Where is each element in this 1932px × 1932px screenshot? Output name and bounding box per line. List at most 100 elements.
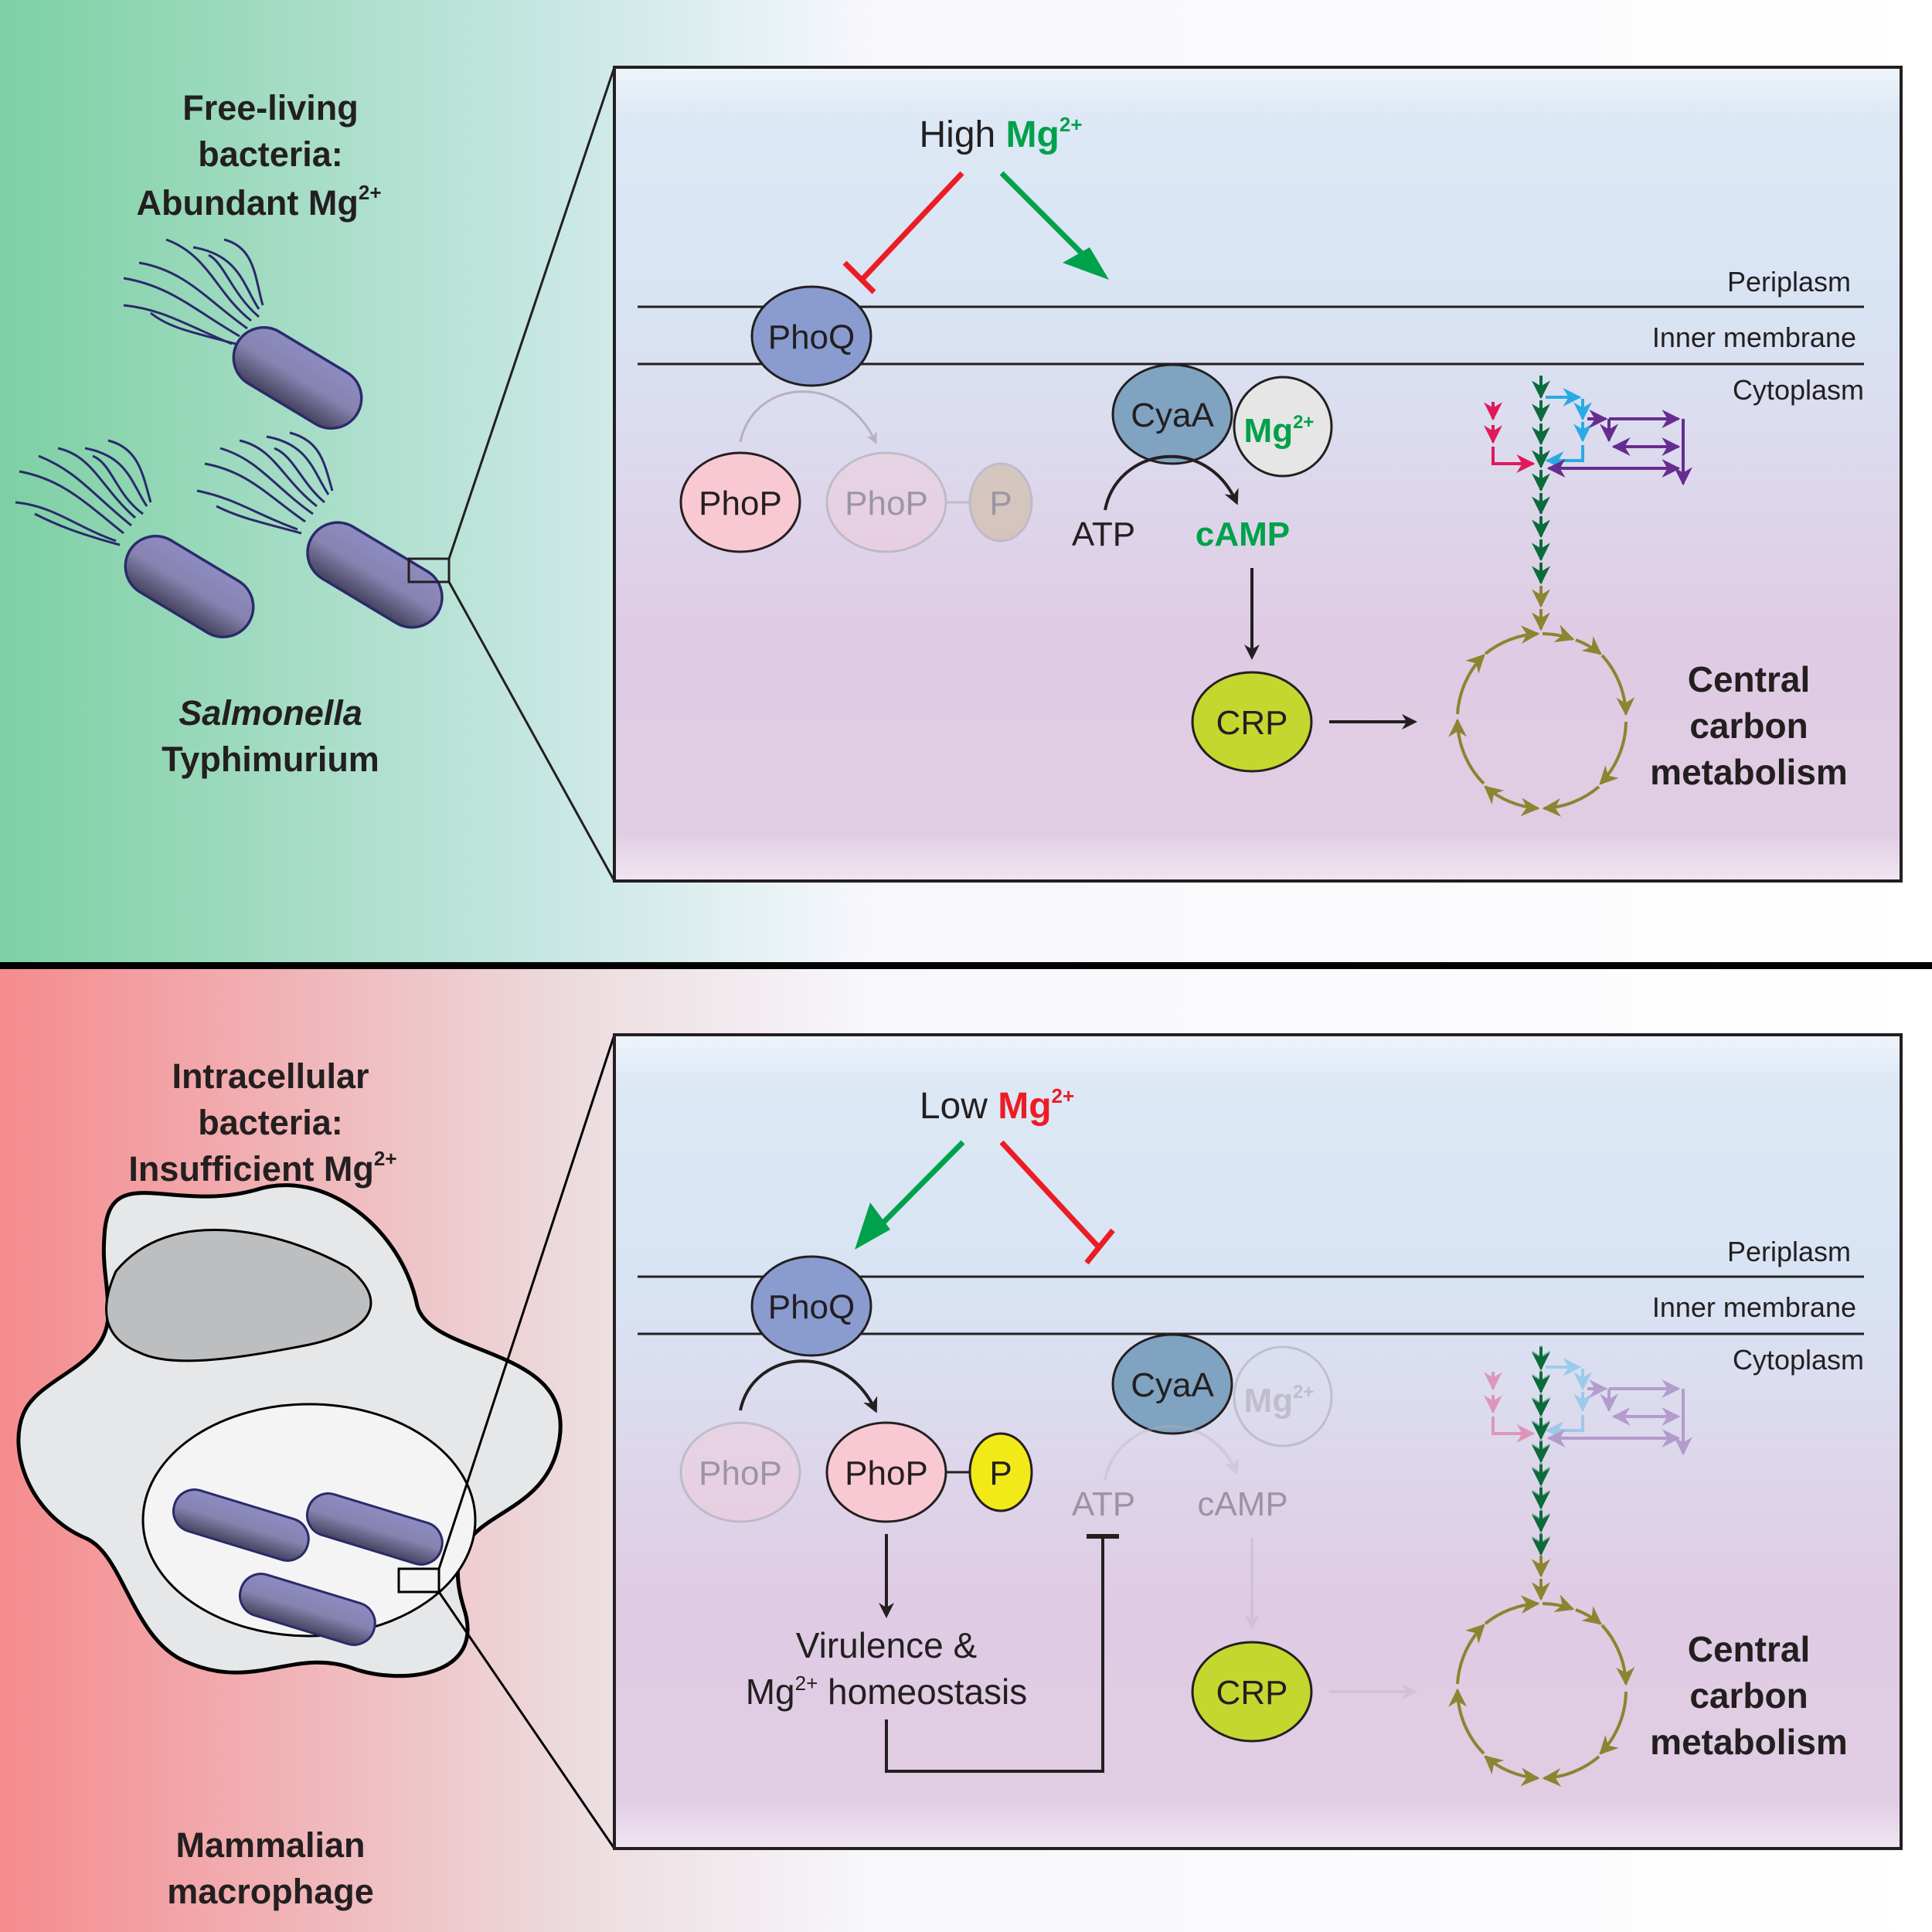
context-title-line2: bacteria: [198,134,343,174]
tca-cycle [1448,1556,1635,1787]
superscript: 2+ [795,1672,818,1695]
atp-label: ATP [1072,515,1135,553]
crp-label: CRP [1216,1674,1288,1712]
flagella-icon [196,431,334,535]
virulence-line2: Mg2+ homeostasis [746,1672,1028,1712]
mg-bound-node [1233,1345,1333,1447]
atp-label: ATP [1072,1485,1135,1523]
mg-bound-label: Mg2+ [1244,412,1315,450]
panel-divider [0,962,1932,969]
context-title-line3: Abundant Mg2+ [136,181,381,223]
layer-label-inner-membrane: Inner membrane [1652,321,1856,353]
bacterium [172,1488,310,1562]
phosphate-node [968,462,1033,543]
bacterium [306,521,444,629]
phop-p-label: PhoP [845,485,928,522]
activation-arrowhead [1063,247,1109,280]
bacterium [124,534,255,639]
metabolic-network [1448,1345,1683,1787]
cyaa-label: CyaA [1131,1366,1214,1404]
organism-serovar: Typhimurium [162,740,379,779]
outcome-line1: Central [1688,1629,1810,1669]
phop-node [679,1421,801,1523]
context-title-line1: Intracellular [172,1056,369,1096]
outcome-line2: carbon [1689,706,1808,746]
bacterium [305,1492,444,1566]
crp-label: CRP [1216,704,1288,742]
phop-node [679,451,801,553]
superscript: 2+ [1293,412,1314,433]
condition-label: High Mg2+ [919,113,1082,155]
phosphate-label: P [989,485,1012,522]
phop-p-node [825,451,947,553]
inhibition-bar [1084,1228,1115,1265]
layer-label-periplasm: Periplasm [1727,266,1851,298]
superscript: 2+ [1293,1382,1314,1403]
bacteria-illustration [15,238,444,639]
cyclase-reaction-arrow [1104,1424,1239,1481]
zoom-connector-line [447,66,616,560]
zoom-connector-line [437,1034,616,1570]
activation-arrowhead [855,1202,890,1250]
mg-bound-node [1233,376,1333,478]
condition-label: Low Mg2+ [920,1084,1074,1127]
condition-prefix: High [919,114,995,155]
superscript: 2+ [359,181,382,204]
bacterium [238,1573,376,1646]
cyclase-reaction-arrow [1104,454,1239,511]
macrophage-illustration [16,1183,563,1679]
condition-ion: Mg [1006,114,1060,155]
cyaa-label: CyaA [1131,396,1214,434]
phosphorylation-arrow [739,1359,878,1413]
outcome-line3: metabolism [1650,752,1848,792]
panel-intracellular: Intracellular bacteria: Insufficient Mg2… [0,969,1932,1932]
inhibition-arrow [999,1140,1100,1248]
phosphate-node [968,1432,1033,1512]
bacterium [232,325,363,430]
organism-genus: Salmonella [179,693,362,733]
detail-box-intracellular: Periplasm Inner membrane Cytoplasm Low M… [613,1033,1903,1850]
panel-free-living: Free-living bacteria: Abundant Mg2+ [0,0,1932,962]
title-text: Abundant Mg [136,183,358,223]
phosphate-label: P [989,1454,1012,1492]
camp-label: cAMP [1196,515,1290,553]
macrophage-nucleus [105,1229,372,1362]
layer-label-cytoplasm: Cytoplasm [1733,1344,1864,1376]
flagella-icon [15,439,152,546]
zoom-region-marker [397,1567,440,1594]
context-title-line2: bacteria: [198,1103,343,1142]
zoom-connector-line [447,581,616,882]
camp-label: cAMP [1197,1485,1287,1523]
phoq-label: PhoQ [768,318,855,356]
condition-prefix: Low [920,1086,988,1127]
detail-box-free-living: Periplasm Inner membrane Cytoplasm High … [613,66,1903,883]
ion-text: Mg [1244,1382,1294,1420]
phoq-label: PhoQ [768,1288,855,1326]
host-line1: Mammalian [175,1825,365,1865]
mg-bound-label: Mg2+ [1244,1382,1315,1420]
feedback-inhibition-line [885,1536,1104,1773]
flagella-icon [123,238,264,345]
crp-node [1191,1641,1313,1743]
host-line2: macrophage [167,1872,374,1911]
ion-text: Mg [1244,412,1294,450]
cyclase-reaction-faded: Mg2+ ATP cAMP [1072,1345,1417,1699]
phoq-node [750,1255,872,1357]
virulence-line1: Virulence & [796,1625,977,1665]
context-title-line1: Free-living [182,88,359,128]
outcome-line2: carbon [1689,1675,1808,1716]
outcome-line3: metabolism [1650,1722,1848,1762]
phop-label: PhoP [699,1454,782,1492]
layer-label-inner-membrane: Inner membrane [1652,1291,1856,1323]
zoom-region-marker [407,557,451,583]
context-title-line3: Insufficient Mg2+ [128,1147,396,1189]
cyaa-node [1111,363,1233,465]
cyaa-node [1111,1333,1233,1435]
phop-label: PhoP [699,485,782,522]
phosphorylation-arrow-faded [739,390,877,444]
crp-node [1191,671,1313,773]
phop-unphosphorylated-faded: PhoP [679,1421,801,1523]
superscript: 2+ [1052,1084,1075,1107]
layer-label-periplasm: Periplasm [1727,1236,1851,1267]
